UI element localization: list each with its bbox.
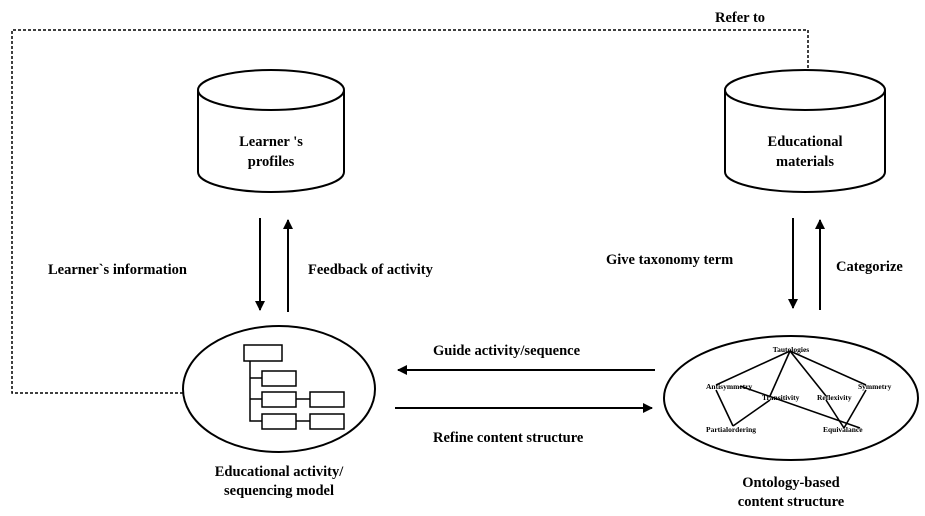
ontology-structure-line2: content structure	[738, 494, 845, 510]
sequencing-flowchart-icon	[243, 344, 345, 430]
term-partialordering: Partialordering	[706, 425, 756, 434]
term-transitivity: Transitivity	[762, 393, 800, 402]
term-equivalence: Equivalance	[823, 425, 863, 434]
ontology-graph-edges	[715, 350, 867, 429]
activity-model-line1: Educational activity/	[215, 464, 344, 480]
activity-model-line2: sequencing model	[224, 483, 334, 499]
categorize-label: Categorize	[836, 259, 903, 275]
ontology-structure-ellipse: Tautologies Antisymmetry Transitivity Re…	[663, 335, 919, 461]
ontology-structure-line1: Ontology-based	[742, 475, 840, 491]
refine-content-label: Refine content structure	[433, 430, 584, 446]
learner-profiles-database: Learner 's profiles	[197, 69, 345, 193]
activity-model-ellipse	[182, 325, 376, 453]
term-symmetry: Symmetry	[858, 382, 892, 391]
term-tautologies: Tautologies	[773, 345, 809, 354]
educational-materials-database: Educational materials	[724, 69, 886, 193]
educational-materials-line2: materials	[776, 154, 834, 170]
learner-profiles-line2: profiles	[248, 154, 295, 170]
term-antisymmetry: Antisymmetry	[706, 382, 752, 391]
learner-profiles-line1: Learner 's	[239, 134, 303, 150]
term-reflexivity: Reflexivity	[817, 393, 852, 402]
refer-to-label: Refer to	[715, 10, 765, 26]
refer-to-dashed-line	[11, 29, 812, 394]
educational-materials-line1: Educational	[768, 134, 843, 150]
guide-activity-label: Guide activity/sequence	[433, 343, 581, 359]
learner-information-label: Learner`s information	[48, 262, 187, 278]
give-taxonomy-term-label: Give taxonomy term	[606, 252, 733, 268]
feedback-of-activity-label: Feedback of activity	[308, 262, 434, 278]
